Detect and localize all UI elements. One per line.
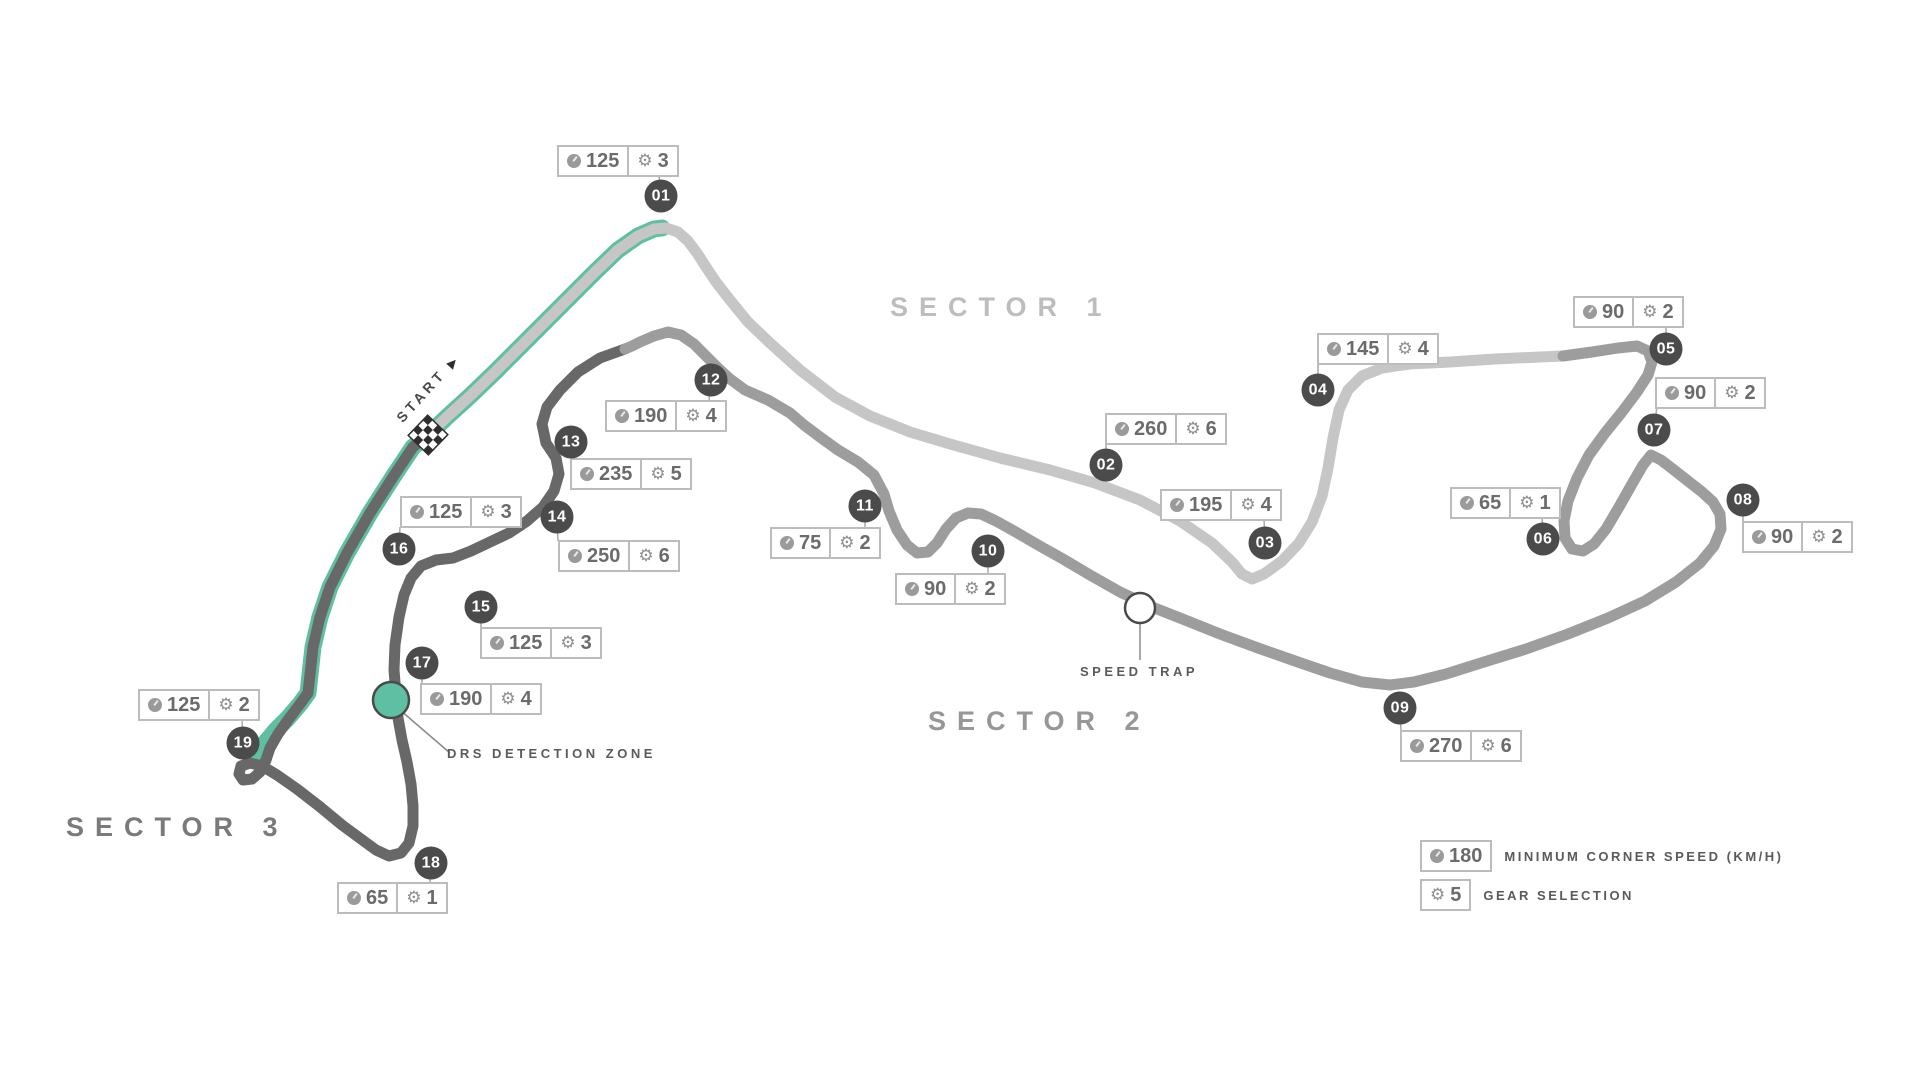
speed-icon [1170,498,1184,512]
corner-badge-08: 08 [1726,483,1760,517]
gear-icon [1724,385,1739,402]
gear-icon [650,466,665,483]
gear-icon [1430,887,1445,904]
gear-icon [1811,529,1826,546]
corner-badge-07: 07 [1637,413,1671,447]
gear-icon [1642,304,1657,321]
corner-badge-01: 01 [644,179,678,213]
corner-label-03: 195 4 [1160,489,1282,521]
label-connectors [241,175,1744,884]
gear-icon [637,153,652,170]
speed-icon [148,698,162,712]
corner-badge-10: 10 [971,534,1005,568]
corner-label-08: 90 2 [1742,521,1853,553]
speed-icon [430,692,444,706]
start-finish-flag-icon [407,414,449,456]
gear-icon [1397,341,1412,358]
gear-icon [560,635,575,652]
corner-badge-17: 17 [405,646,439,680]
gear-icon [685,408,700,425]
corner-label-06: 65 1 [1450,487,1561,519]
gear-icon [406,890,421,907]
speed-trap-marker [1123,591,1157,660]
gear-icon [1519,495,1534,512]
corner-label-07: 90 2 [1655,377,1766,409]
speed-icon [347,891,361,905]
speed-trap-label: SPEED TRAP [1080,664,1199,679]
legend-speed-caption: MINIMUM CORNER SPEED (KM/H) [1504,848,1784,864]
track-sector2 [619,326,1727,691]
track-sector1 [422,222,1569,585]
corner-badge-16: 16 [382,532,416,566]
gear-icon [839,535,854,552]
speed-icon [1115,422,1129,436]
corner-badge-11: 11 [848,489,882,523]
corner-badge-14: 14 [540,500,574,534]
corner-badge-06: 06 [1526,522,1560,556]
corner-badge-03: 03 [1248,526,1282,560]
gear-icon [500,691,515,708]
gear-icon [480,504,495,521]
corner-label-09: 270 6 [1400,730,1522,762]
corner-label-13: 235 5 [570,458,692,490]
gear-icon [218,697,233,714]
speed-icon [567,154,581,168]
gear-icon [1480,738,1495,755]
drs-detection-label: DRS DETECTION ZONE [447,746,656,761]
speed-icon [1410,739,1424,753]
corner-label-05: 90 2 [1573,296,1684,328]
sector-1-title: SECTOR 1 [890,292,1113,322]
speed-icon [490,636,504,650]
corner-label-01: 125 3 [557,145,679,177]
legend: 180 MINIMUM CORNER SPEED (KM/H) 5 GEAR S… [1420,840,1783,918]
gear-icon [638,548,653,565]
corner-label-14: 250 6 [558,540,680,572]
corner-badge-02: 02 [1089,448,1123,482]
corner-badge-19: 19 [226,726,260,760]
sector-2-title: SECTOR 2 [928,706,1151,736]
legend-speed-row: 180 MINIMUM CORNER SPEED (KM/H) [1420,840,1783,872]
speed-icon [780,536,794,550]
gear-icon [1240,497,1255,514]
gear-icon [964,581,979,598]
speed-icon [1430,849,1444,863]
corner-label-16: 125 3 [400,496,522,528]
corner-label-04: 145 4 [1317,333,1439,365]
corner-label-19: 125 2 [138,689,260,721]
corner-label-18: 65 1 [337,882,448,914]
speed-icon [410,505,424,519]
corner-label-02: 260 6 [1105,413,1227,445]
corner-badge-12: 12 [694,363,728,397]
corner-label-10: 90 2 [895,573,1006,605]
corner-badge-09: 09 [1383,691,1417,725]
corner-label-11: 75 2 [770,527,881,559]
legend-gear-caption: GEAR SELECTION [1483,887,1634,903]
corner-label-15: 125 3 [480,627,602,659]
speed-icon [1460,496,1474,510]
gear-icon [1185,421,1200,438]
corner-badge-04: 04 [1301,373,1335,407]
corner-badge-18: 18 [414,846,448,880]
corner-label-12: 190 4 [605,400,727,432]
speed-icon [580,467,594,481]
speed-icon [1583,305,1597,319]
speed-icon [1327,342,1341,356]
speed-icon [1752,530,1766,544]
corner-badge-05: 05 [1649,332,1683,366]
speed-icon [1665,386,1679,400]
legend-gear-row: 5 GEAR SELECTION [1420,879,1783,911]
speed-icon [615,409,629,423]
sector-3-title: SECTOR 3 [66,812,289,842]
corner-badge-15: 15 [464,590,498,624]
speed-icon [568,549,582,563]
drs-detection-marker [371,680,451,754]
speed-icon [905,582,919,596]
corner-badge-13: 13 [554,425,588,459]
drs-zone-stripe [249,219,671,765]
corner-label-17: 190 4 [420,683,542,715]
